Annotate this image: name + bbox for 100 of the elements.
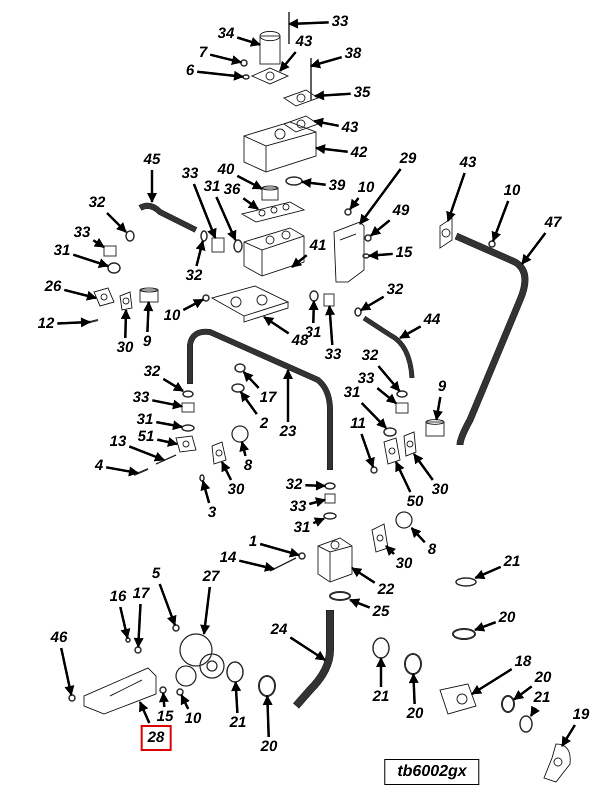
leader-arrow [180,694,190,710]
callout-number: 50 [406,494,424,510]
bolt [176,688,184,696]
pipe-fitting [324,494,336,504]
leader-arrow [351,566,376,584]
leader-arrow [513,685,532,700]
gasket [284,116,318,132]
callout-number: 32 [360,348,380,364]
leader-arrow [72,254,109,268]
leader-arrow [408,673,419,704]
callout-number: 43 [340,120,360,136]
bolt [134,468,148,476]
callout-number: 2 [258,416,270,432]
gasket [252,68,288,84]
o-ring [233,239,243,253]
o-ring [285,176,303,186]
callout-number: 32 [184,268,204,284]
callout-number: 21 [502,554,522,570]
callout-number: 21 [532,690,552,706]
pipe-fitting [324,294,334,306]
o-ring [182,390,194,398]
leader-arrow [120,309,131,338]
pipe-clamp [258,675,276,697]
callout-number: 30 [116,340,134,356]
callout-number: 20 [498,610,516,626]
callout-number: 33 [132,390,150,406]
callout-number: 22 [376,582,396,598]
leader-arrow [325,305,336,346]
pipe-fitting [182,402,194,412]
leader-arrow [162,378,184,392]
leader-arrow [283,369,293,422]
bolt [270,557,296,572]
callout-number: 8 [242,458,254,474]
leader-arrow [314,90,351,100]
callout-number: 39 [328,178,346,194]
o-ring [324,482,336,490]
leader-arrow [360,402,387,429]
callout-number: 42 [350,145,368,161]
leader-arrow [262,695,273,738]
callout-number: 10 [184,711,202,727]
drawing-number: tb6002gx [384,759,480,785]
leader-arrow [200,586,212,635]
elbow-pipe [544,744,571,782]
callout-number: 15 [156,709,174,725]
callout-number: 18 [514,654,532,670]
exhaust-pipe [292,610,334,709]
pipe-clamp [404,653,422,675]
leader-arrow [370,219,390,236]
bracket [84,667,156,715]
pipe-fitting [104,246,116,256]
callout-number: 9 [436,379,448,395]
bolt [370,466,378,474]
callout-number: 25 [372,604,390,620]
leader-arrow [106,466,139,476]
callout-number: 30 [430,482,450,498]
flange [176,436,196,452]
callout-number: 1 [248,534,258,550]
leader-arrow [128,445,165,462]
flange [384,438,400,464]
leader-arrow [279,51,297,72]
leader-arrow [310,56,342,68]
washer [134,646,142,654]
leader-arrow [195,240,206,266]
leader-arrow [210,53,242,65]
elbow-pipe [138,202,198,233]
leader-arrow [410,527,426,544]
pipe-fitting [262,186,278,200]
exhaust-pipe [454,232,528,446]
leader-arrow [433,396,443,421]
callout-number: 6 [184,63,196,79]
leader-arrow [471,668,512,696]
callout-number: 33 [72,225,92,241]
callout-number: 43 [294,34,314,50]
callout-number: 10 [502,183,522,199]
callout-number: 32 [386,282,404,298]
callout-number: 21 [228,715,248,731]
leader-arrow [360,296,384,312]
leader-arrow [312,517,325,527]
gasket [372,524,388,552]
callout-number: 20 [406,706,424,722]
leader-arrow [305,480,326,491]
turbocharger-drawing [175,633,225,687]
nut [364,234,372,242]
leader-arrow [301,178,326,188]
leader-arrow [290,636,326,662]
callout-number: 9 [142,334,152,350]
gasket [284,90,318,106]
leader-arrow [349,598,370,609]
leader-arrow [236,174,263,190]
leader-arrow [240,391,258,415]
callout-number: 28 [140,725,172,751]
pipe-fitting [212,238,224,252]
leader-arrow [385,545,396,556]
leader-arrow [474,621,496,632]
bolt [68,694,76,702]
callout-number: 34 [216,26,236,42]
callout-number: 41 [308,238,328,254]
o-ring [396,390,408,398]
callout-number: 26 [44,279,62,295]
callout-number: 16 [108,589,128,605]
